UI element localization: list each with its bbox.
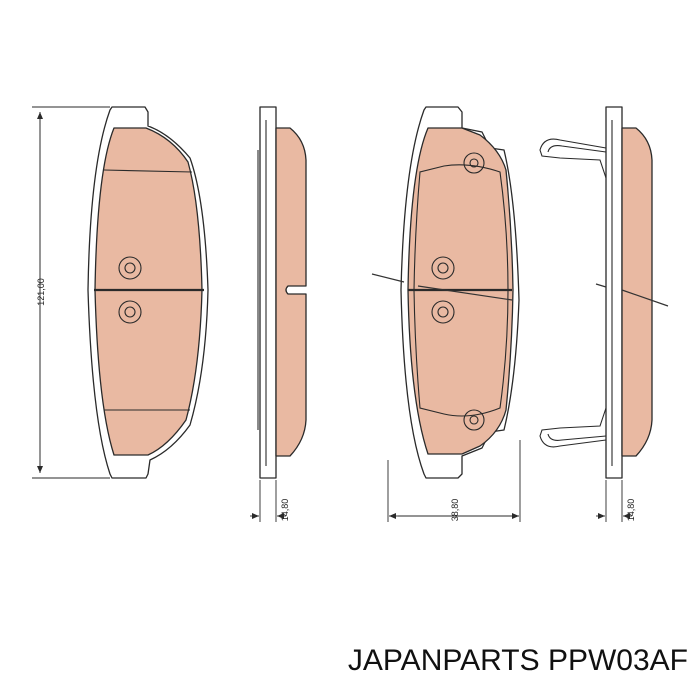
thickness-left-label: 14,80 — [280, 499, 290, 522]
clip-hole-bottom — [463, 409, 485, 431]
mount-circle-lower-1 — [118, 300, 142, 324]
wear-indicator-wire-4 — [595, 283, 669, 307]
pad-side-view-1 — [257, 106, 307, 479]
pad-front-view-2 — [371, 106, 520, 479]
pad-side-view-2 — [539, 106, 669, 479]
pad-front-view-1 — [87, 106, 209, 479]
height-dimension-label: 121,00 — [36, 278, 46, 306]
side-friction-1 — [275, 127, 307, 457]
height-dimension: 121,00 — [32, 106, 110, 479]
side-backing-plate-1 — [259, 106, 277, 479]
width-dimension: 38,80 — [387, 440, 521, 522]
mount-circle-upper-inner-1 — [124, 262, 136, 274]
width-label: 38,80 — [450, 499, 460, 522]
mount-circle-lower-inner-1 — [124, 306, 136, 318]
wear-indicator-wire-2 — [371, 273, 513, 301]
thickness-dimension-left: 14,80 — [250, 480, 290, 522]
spring-clip-bottom — [539, 407, 607, 448]
thickness-dimension-right: 14,80 — [596, 480, 636, 522]
side-friction-2 — [621, 127, 653, 457]
mount-circle-upper-1 — [118, 256, 142, 280]
friction-material-1 — [94, 127, 203, 456]
brand-caption: JAPANPARTS PPW03AF — [348, 644, 688, 678]
thickness-right-label: 14,80 — [626, 499, 636, 522]
clip-hole-top — [463, 152, 485, 174]
spring-clip-top — [539, 138, 607, 179]
chamfer-line-top-1 — [103, 169, 193, 173]
part-number: PPW03AF — [547, 644, 688, 677]
brand-name: JAPANPARTS — [347, 644, 540, 677]
side-backing-plate-2 — [605, 106, 623, 479]
